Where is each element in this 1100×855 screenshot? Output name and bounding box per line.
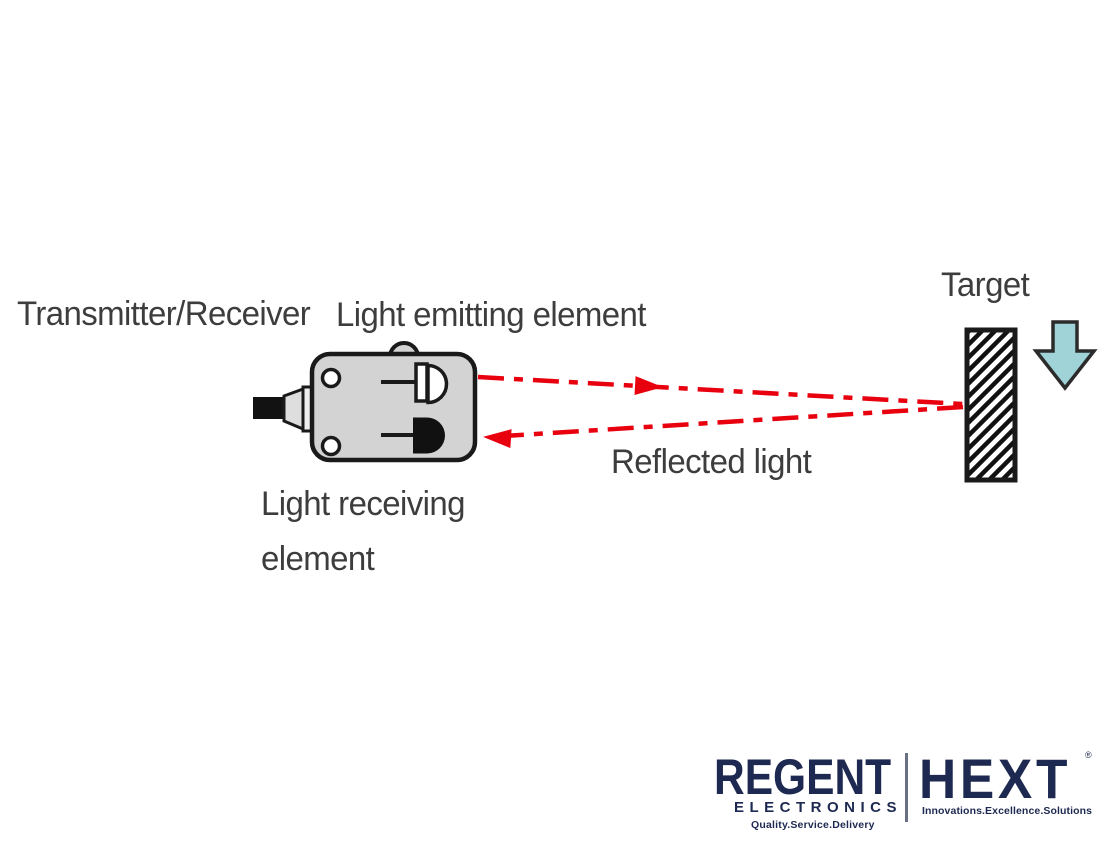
light-receiving-label-line2: element — [261, 540, 375, 578]
light-emitting-element-label: Light emitting element — [336, 296, 646, 334]
screw-hole-bottom — [320, 435, 342, 457]
sensor-head — [253, 341, 478, 463]
target-motion-down-arrow-icon — [1032, 320, 1098, 391]
target-label: Target — [941, 266, 1030, 304]
screw-hole-top — [320, 367, 342, 389]
regent-logo-tagline: Quality.Service.Delivery — [751, 819, 875, 831]
reflected-light-beam — [483, 404, 964, 449]
regent-logo-subtitle: ELECTRONICS — [734, 799, 903, 816]
emitted-beam-arrowhead — [634, 376, 663, 396]
cable-strain-relief — [282, 386, 305, 432]
light-receiving-label-line1: Light receiving — [261, 485, 466, 523]
reflected-beam-arrowhead — [483, 429, 512, 449]
light-receiving-element-label: Light receiving element — [261, 477, 466, 587]
emitted-light-beam — [477, 374, 964, 407]
transmitter-receiver-label: Transmitter/Receiver — [17, 295, 311, 333]
hext-logo-wordmark: HEXT — [919, 747, 1072, 810]
sensor-cable — [253, 397, 286, 419]
target-object — [964, 327, 1018, 483]
light-emitting-element-symbol — [381, 362, 449, 405]
hext-logo-tagline: Innovations.Excellence.Solutions — [922, 805, 1093, 817]
hext-registered-mark: ® — [1085, 750, 1092, 760]
regent-logo-wordmark: REGENT — [714, 749, 892, 805]
light-receiving-element-symbol — [381, 417, 446, 454]
reflected-light-label: Reflected light — [611, 443, 812, 481]
logo-divider — [905, 753, 908, 822]
